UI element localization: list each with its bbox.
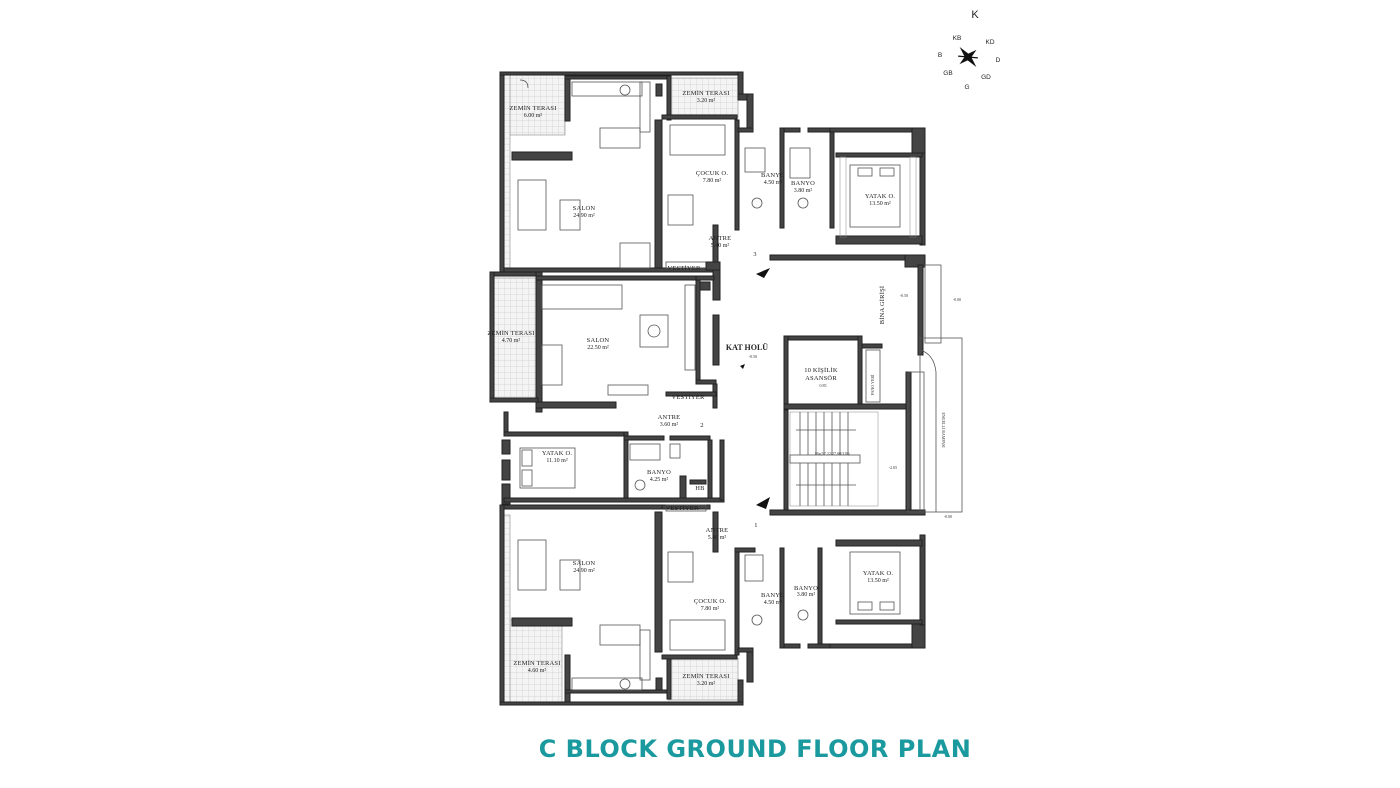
- room-name: SALON: [573, 560, 596, 567]
- vestiyer-label: VESTİYER: [671, 394, 704, 401]
- room-area: 5.40 m²: [711, 243, 730, 249]
- room-name: ANTRE: [658, 414, 681, 421]
- room-area: 13.50 m²: [867, 578, 889, 584]
- room-name: ÇOCUK O.: [696, 170, 728, 177]
- level-label: -0.00: [944, 514, 952, 519]
- room-name: ANTRE: [706, 527, 729, 534]
- room-name: YATAK O.: [542, 450, 573, 457]
- top-apartment: ZEMİN TERASI 6.00 m² ZEMİN TERASI 3.20 m…: [499, 71, 926, 273]
- room-area: 3.20 m²: [697, 681, 716, 687]
- room-area: 4.25 m²: [650, 477, 669, 483]
- level-label: -0.50: [900, 293, 908, 298]
- pano-label: PANO YERİ: [870, 374, 875, 395]
- room-name: BANYO: [791, 180, 815, 187]
- room-name: ZEMİN TERASI: [682, 673, 729, 680]
- compass-west-label: B: [938, 52, 942, 59]
- level-label: -0.50: [749, 354, 757, 359]
- hb-label: HB: [695, 485, 705, 492]
- vestiyer-label: VESTİYER: [665, 505, 698, 512]
- middle-bedroom-block: YATAK O. 11.10 m² BANYO 4.25 m² HB: [501, 411, 725, 505]
- compass-north-label: K: [971, 9, 979, 21]
- middle-apartment: ZEMİN TERASI 4.70 m² SALON 22.50 m² ANTR…: [487, 261, 721, 429]
- room-area: 4.70 m²: [502, 338, 521, 344]
- room-area: 22.50 m²: [587, 345, 609, 351]
- room-name: ZEMİN TERASI: [487, 330, 534, 337]
- compass-ne-label: KD: [985, 39, 994, 46]
- room-name: BANYO: [794, 585, 818, 592]
- compass-south-label: G: [964, 84, 969, 91]
- compass-arrow-icon: [958, 47, 978, 67]
- stair-note: 18x(17.22/27.00/318): [815, 451, 851, 456]
- room-area: 13.50 m²: [869, 201, 891, 207]
- room-name: YATAK O.: [863, 570, 894, 577]
- room-area: 11.10 m²: [546, 458, 567, 464]
- room-name: BANYO: [761, 592, 785, 599]
- bottom-apartment: SALON 24.90 m² ÇOCUK O. 7.80 m² BANYO 4.…: [499, 504, 926, 706]
- vestiyer-label: VESTİYER: [667, 265, 700, 272]
- room-area: 4.60 m²: [528, 668, 547, 674]
- room-area: 4.50 m²: [764, 600, 783, 606]
- room-name: ZEMİN TERASI: [682, 90, 729, 97]
- compass-nw-label: KB: [953, 35, 962, 42]
- unit-number: 1: [754, 522, 757, 529]
- level-label: -2.05: [889, 465, 897, 470]
- compass-sw-label: GB: [943, 70, 952, 77]
- room-name: BANYO: [761, 172, 785, 179]
- room-area: 7.80 m²: [703, 178, 722, 184]
- room-name: SALON: [587, 337, 610, 344]
- level-label: -0.00: [953, 297, 961, 302]
- room-area: 24.90 m²: [573, 568, 595, 574]
- room-name: ÇOCUK O.: [694, 598, 726, 605]
- room-area: 3.80 m²: [794, 188, 813, 194]
- room-area: 3.80 m²: [797, 592, 816, 598]
- room-name: ZEMİN TERASI: [509, 105, 556, 112]
- room-area: 24.90 m²: [573, 213, 595, 219]
- room-name: ANTRE: [709, 235, 732, 242]
- level-label: 0.85: [820, 383, 827, 388]
- room-area: 4.50 m²: [764, 180, 783, 186]
- room-name: YATAK O.: [865, 193, 896, 200]
- plan-title: C BLOCK GROUND FLOOR PLAN: [538, 735, 972, 763]
- kat-holu-label: KAT HOLÜ: [726, 343, 768, 352]
- room-area: 3.20 m²: [697, 98, 716, 104]
- elevator-label: 10 KİŞİLİK: [804, 367, 838, 374]
- compass-se-label: GD: [981, 74, 991, 81]
- unit-number: 2: [700, 422, 703, 429]
- room-area: 5.40 m²: [708, 535, 727, 541]
- room-name: SALON: [573, 205, 596, 212]
- room-name: ZEMİN TERASI: [513, 660, 560, 667]
- compass-rose: K KB KD B D GB GD G: [938, 9, 1001, 91]
- entrance-label: BİNA GİRİŞİ: [879, 286, 886, 325]
- room-name: BANYO: [647, 469, 671, 476]
- ramp-label: ENGELLİ RAMPASI: [941, 412, 946, 448]
- compass-east-label: D: [996, 57, 1001, 64]
- elevator-label: ASANSÖR: [805, 375, 837, 382]
- room-area: 3.60 m²: [660, 422, 679, 428]
- room-area: 7.80 m²: [701, 606, 720, 612]
- room-area: 6.00 m²: [524, 113, 543, 119]
- staircase: [789, 411, 879, 507]
- building-core: KAT HOLÜ -0.50 10 KİŞİLİK ASANSÖR 0.85 P…: [726, 264, 963, 519]
- unit-number: 3: [753, 251, 756, 258]
